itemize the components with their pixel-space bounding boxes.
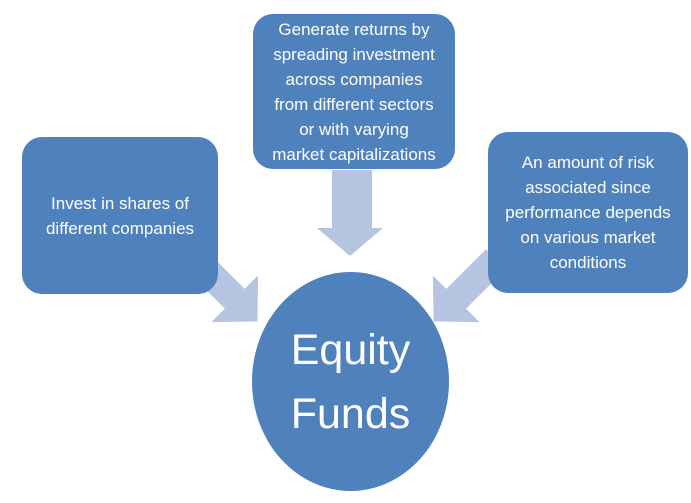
center-circle-equity-funds: Equity Funds: [252, 272, 449, 491]
box-generate-returns-label: Generate returns by spreading investment…: [272, 19, 436, 164]
box-invest-shares-label: Invest in shares of different companies: [45, 193, 195, 238]
box-risk-associated: An amount of risk associated since perfo…: [488, 132, 688, 293]
box-generate-returns: Generate returns by spreading investment…: [253, 14, 455, 169]
down-arrow-icon: [316, 170, 384, 258]
center-circle-label: Equity Funds: [290, 325, 411, 438]
down-left-arrow-icon: [407, 234, 520, 347]
box-risk-associated-label: An amount of risk associated since perfo…: [505, 153, 671, 272]
box-invest-shares: Invest in shares of different companies: [22, 137, 218, 294]
